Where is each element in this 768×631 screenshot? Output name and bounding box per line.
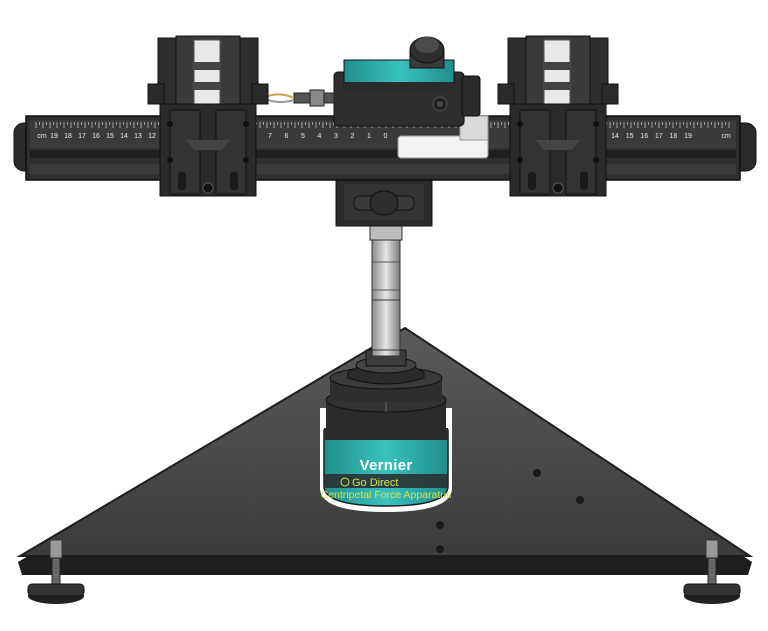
carriage-left[interactable] [147,35,269,197]
ruler-label-center: 3 [334,133,338,140]
ruler-label-left: 18 [64,133,72,140]
go-direct-icon [340,477,350,487]
ruler-label-left: 12 [148,133,156,140]
ruler-label-left: 17 [78,133,86,140]
ruler-labels: cm19181716151413121110976543210910111213… [37,133,731,140]
ruler-label-center: 0 [384,133,388,140]
product-name-label: Centripetal Force Apparatus [321,489,452,501]
vertical-shaft [369,225,403,357]
ruler-label-right: 16 [640,133,648,140]
ruler-label-right: 17 [655,133,663,140]
ruler-label-center: 1 [367,133,371,140]
plate-hole [436,545,444,553]
carriage-right[interactable] [497,35,619,197]
sensor-cable [267,89,335,107]
ruler-label-right: 15 [626,133,634,140]
product-line-label: Go Direct [352,477,398,489]
hub-thumbscrew[interactable] [353,190,415,216]
force-sensor [333,59,481,127]
plate-hole [436,521,444,529]
sensor-base [320,349,452,512]
ruler-label-left: 19 [50,133,58,140]
ruler-label-right: 18 [670,133,678,140]
plate-hole [576,496,584,504]
ruler-label-left: 13 [134,133,142,140]
brand-label: Vernier [360,457,413,474]
sensor-knob[interactable] [409,36,445,69]
ruler-label-right: 19 [684,133,692,140]
ruler-label-center: 2 [351,133,355,140]
ruler-label-left: 15 [106,133,114,140]
beam [13,115,757,181]
ruler-label-left: 14 [120,133,128,140]
ruler-label-center: 4 [318,133,322,140]
plate-hole [533,469,541,477]
center-slider[interactable] [397,115,489,159]
ruler-unit-right: cm [721,133,731,140]
ruler-label-left: 16 [92,133,100,140]
leveling-foot-right[interactable] [683,539,741,604]
ruler-label-right: 14 [611,133,619,140]
ruler-label-center: 5 [301,133,305,140]
leveling-foot-left[interactable] [27,539,85,604]
ruler-label-center: 6 [285,133,289,140]
ruler-label-center: 7 [268,133,272,140]
ruler-unit-left: cm [37,133,47,140]
